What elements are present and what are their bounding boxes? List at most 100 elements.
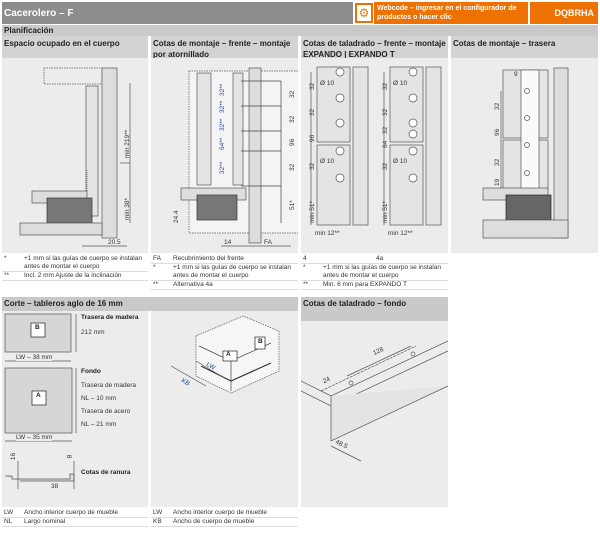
- dim-4-min51: min 51*: [309, 200, 316, 223]
- dim-9: 9: [514, 71, 518, 78]
- dim-4-min12: min 12**: [315, 230, 340, 237]
- dim-alt-32d: 32**: [219, 161, 226, 174]
- webcode-button[interactable]: DQBRHA: [530, 2, 598, 24]
- dim-4-32c: 32: [309, 162, 316, 170]
- note-text: Ancho interior cuerpo de mueble: [24, 509, 118, 516]
- panel-a-line: NL – 10 mm: [81, 395, 117, 402]
- note-text: Recubrimiento del frente: [173, 255, 244, 262]
- note-key: LW: [153, 509, 163, 516]
- dim-32c: 32: [289, 163, 296, 171]
- iso-label-a: A: [226, 351, 231, 358]
- panel-b-width: LW – 38 mm: [16, 354, 53, 361]
- groove-title: Cotas de ranura: [81, 469, 131, 476]
- dim-4a-min51: min 51*: [382, 200, 389, 223]
- bottom-drilling-panel: 128 24 48.5: [300, 321, 449, 507]
- note-text: Largo nominal: [24, 518, 66, 525]
- note-text: Ancho de cuerpo de mueble: [173, 518, 255, 525]
- note-key: *: [153, 264, 156, 271]
- dim-4a-dia-a: Ø 10: [393, 80, 407, 87]
- drawing-drilling-front: 32 32 96 32 min 51* Ø 10 Ø 10 min 12** 3…: [301, 58, 448, 253]
- dim-24-4: 24.4: [173, 210, 180, 223]
- section-title-bottom-drilling: Cotas de taladrado – fondo: [301, 297, 448, 321]
- dim-alt-32b: 32**: [219, 100, 226, 113]
- dim-alt-64: 64**: [219, 137, 226, 150]
- dim-min-38: min 38*: [124, 197, 131, 220]
- note-text: +1 mm si las guías de cuerpo se instalan…: [24, 255, 142, 270]
- dim-alt-32a: 32**: [219, 83, 226, 96]
- dim-32a: 32: [289, 90, 296, 98]
- note-text: +1 mm si las guías de cuerpo se instalan…: [323, 264, 441, 279]
- note-key: *: [303, 264, 306, 271]
- iso-label-b: B: [258, 338, 263, 345]
- variant-label-4: 4: [303, 255, 307, 262]
- groove-dim-8: 8: [66, 454, 74, 459]
- section-title-cut: Corte – tableros aglo de 16 mm: [2, 297, 298, 311]
- dim-51: 51*: [289, 200, 296, 210]
- dim-4-32a: 32: [309, 82, 316, 90]
- note-key: *: [4, 255, 7, 262]
- footnotes-cut: LW Ancho interior cuerpo de mueble NL Larg…: [2, 509, 148, 527]
- dim-4-dia-b: Ø 10: [320, 158, 334, 165]
- gears-icon[interactable]: ⚙: [355, 3, 373, 23]
- dim-back-96: 96: [494, 128, 501, 136]
- dim-4a-32c: 32: [382, 126, 389, 134]
- note-key: KB: [153, 518, 162, 525]
- note-key: LW: [4, 509, 14, 516]
- drawing-front-mount: 32 32 96 32 51* 32** 32** 32** 64** 32**…: [151, 58, 300, 253]
- section-title-planning: Planificación: [2, 25, 598, 36]
- panel-a-width: LW – 35 mm: [16, 434, 53, 441]
- dim-4a-64: 64: [382, 140, 389, 148]
- dim-32b: 32: [289, 115, 296, 123]
- note-text: Incl. 2 mm Ajuste de la inclinación: [24, 272, 122, 279]
- column-header-drilling-front: Cotas de taladrado – frente – montaje EX…: [301, 36, 448, 59]
- dim-14: 14: [224, 239, 232, 246]
- dim-4a-min12: min 12**: [388, 230, 413, 237]
- footnotes-space: * +1 mm si las guías de cuerpo se instala…: [2, 255, 148, 281]
- footnotes-front-mount: FA Recubrimiento del frente * +1 mm si las…: [151, 255, 298, 290]
- dim-4a-32d: 32: [382, 162, 389, 170]
- panel-a-line: Trasera de madera: [81, 382, 137, 389]
- iso-panel: B A LW KB: [151, 311, 298, 507]
- dim-4a-32b: 32: [382, 108, 389, 116]
- note-key: NL: [4, 518, 13, 525]
- note-text: Min. 6 mm para EXPANDO T: [323, 281, 407, 288]
- note-text: Alternativa 4a: [173, 281, 213, 288]
- dim-4-32b: 32: [309, 108, 316, 116]
- panel-b-label: B: [35, 324, 40, 331]
- dim-alt-32c: 32**: [219, 118, 226, 131]
- panel-a-label: A: [36, 392, 41, 399]
- dim-4-dia-a: Ø 10: [320, 80, 334, 87]
- dim-fa: FA: [264, 239, 273, 246]
- dim-min-219: min 219**: [124, 129, 131, 158]
- column-header-back-mount: Cotas de montaje – trasera: [451, 36, 598, 58]
- panel-a-line: NL – 21 mm: [81, 421, 117, 428]
- dim-20-5: 20.5: [108, 239, 121, 246]
- drawing-back-mount: 9 32 96 32 19: [451, 58, 598, 253]
- variant-label-4a: 4a: [376, 255, 384, 262]
- panel-b-title: Trasera de madera: [81, 314, 139, 321]
- note-key: FA: [153, 255, 161, 262]
- panel-a-title: Fondo: [81, 368, 101, 375]
- groove-dim-38: 38: [51, 483, 59, 490]
- cut-panel: B LW – 38 mm Trasera de madera 212 mm A …: [2, 311, 148, 507]
- dim-4a-32a: 32: [382, 82, 389, 90]
- footnotes-drilling: 4 4a * +1 mm si las guías de cuerpo se ins…: [301, 255, 448, 290]
- column-header-front-mount: Cotas de montaje – frente – montaje por …: [151, 36, 298, 59]
- note-text: +1 mm si las guías de cuerpo se instalan…: [173, 264, 291, 279]
- dim-back-19: 19: [494, 178, 501, 186]
- dim-4-96: 96: [309, 134, 316, 142]
- column-header-space: Espacio ocupado en el cuerpo: [2, 36, 148, 58]
- dim-back-32b: 32: [494, 158, 501, 166]
- dim-96: 96: [289, 138, 296, 146]
- drawing-space-occupied: min 219** min 38* 20.5: [2, 58, 148, 253]
- dim-4a-dia-b: Ø 10: [393, 158, 407, 165]
- note-key: **: [4, 272, 10, 279]
- page-title: Cacerolero – F: [2, 2, 353, 24]
- groove-dim-16: 16: [10, 452, 18, 461]
- note-key: **: [153, 281, 159, 288]
- dim-back-32a: 32: [494, 102, 501, 110]
- panel-b-height: 212 mm: [81, 329, 105, 336]
- note-key: **: [303, 281, 309, 288]
- webcode-link[interactable]: Webcode – ingresar en el configurador de…: [374, 2, 528, 24]
